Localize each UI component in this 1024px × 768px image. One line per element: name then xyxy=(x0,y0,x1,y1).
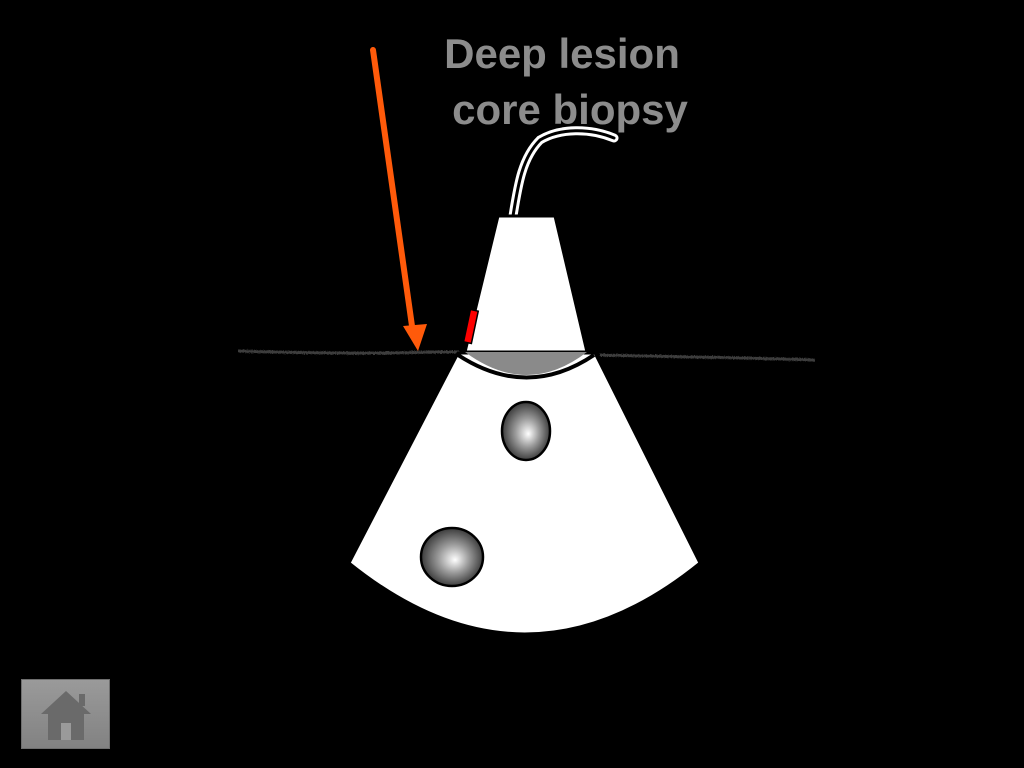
home-icon xyxy=(41,691,91,740)
title-line-1: Deep lesion xyxy=(444,30,680,77)
probe-cable-core xyxy=(511,129,616,218)
home-button[interactable] xyxy=(21,679,110,749)
slide-title: Deep lesion core biopsy xyxy=(362,26,762,138)
ultrasound-probe xyxy=(463,214,589,354)
gel-layer xyxy=(465,352,587,375)
title-line-2: core biopsy xyxy=(452,86,688,133)
probe-orientation-marker xyxy=(462,308,480,345)
skin-line xyxy=(237,349,816,362)
needle-insertion-arrowhead xyxy=(403,324,427,351)
lesion-superficial xyxy=(500,400,552,462)
gel-layer-outline xyxy=(456,353,596,380)
lesion-deep xyxy=(419,526,485,588)
ultrasound-field-of-view xyxy=(347,351,702,636)
probe-cable xyxy=(508,126,619,221)
needle-insertion-arrow xyxy=(370,47,415,329)
